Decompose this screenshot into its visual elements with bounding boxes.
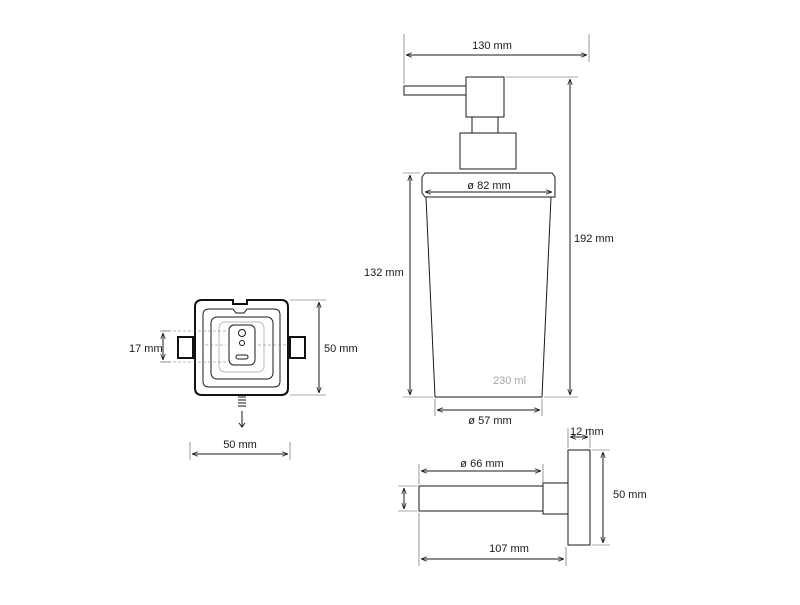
volume-label: 230 ml <box>493 375 526 387</box>
holder-length-label: 107 mm <box>489 543 529 555</box>
top-view-depth-label: 50 mm <box>324 343 358 355</box>
flange-width-label: 12 mm <box>570 426 604 438</box>
top-view-width-label: 50 mm <box>223 439 257 451</box>
holder-view: 12 mm ø 66 mm 50 mm 107 mm <box>398 426 647 566</box>
overall-width-label: 130 mm <box>472 40 512 52</box>
arm-diameter-label: ø 66 mm <box>460 458 503 470</box>
container-height-label: 132 mm <box>364 267 404 279</box>
slot-width-label: 17 mm <box>129 343 163 355</box>
dispenser-view: 230 ml 130 mm ø 82 mm 192 mm 132 mm ø 57… <box>364 34 614 427</box>
overall-height-label: 192 mm <box>574 233 614 245</box>
top-diameter-label: ø 82 mm <box>467 180 510 192</box>
top-view: 17 mm 50 mm 50 mm <box>129 299 358 460</box>
holder-height-label: 50 mm <box>613 489 647 501</box>
bottom-diameter-label: ø 57 mm <box>468 415 511 427</box>
set-screw-icon <box>238 396 246 428</box>
